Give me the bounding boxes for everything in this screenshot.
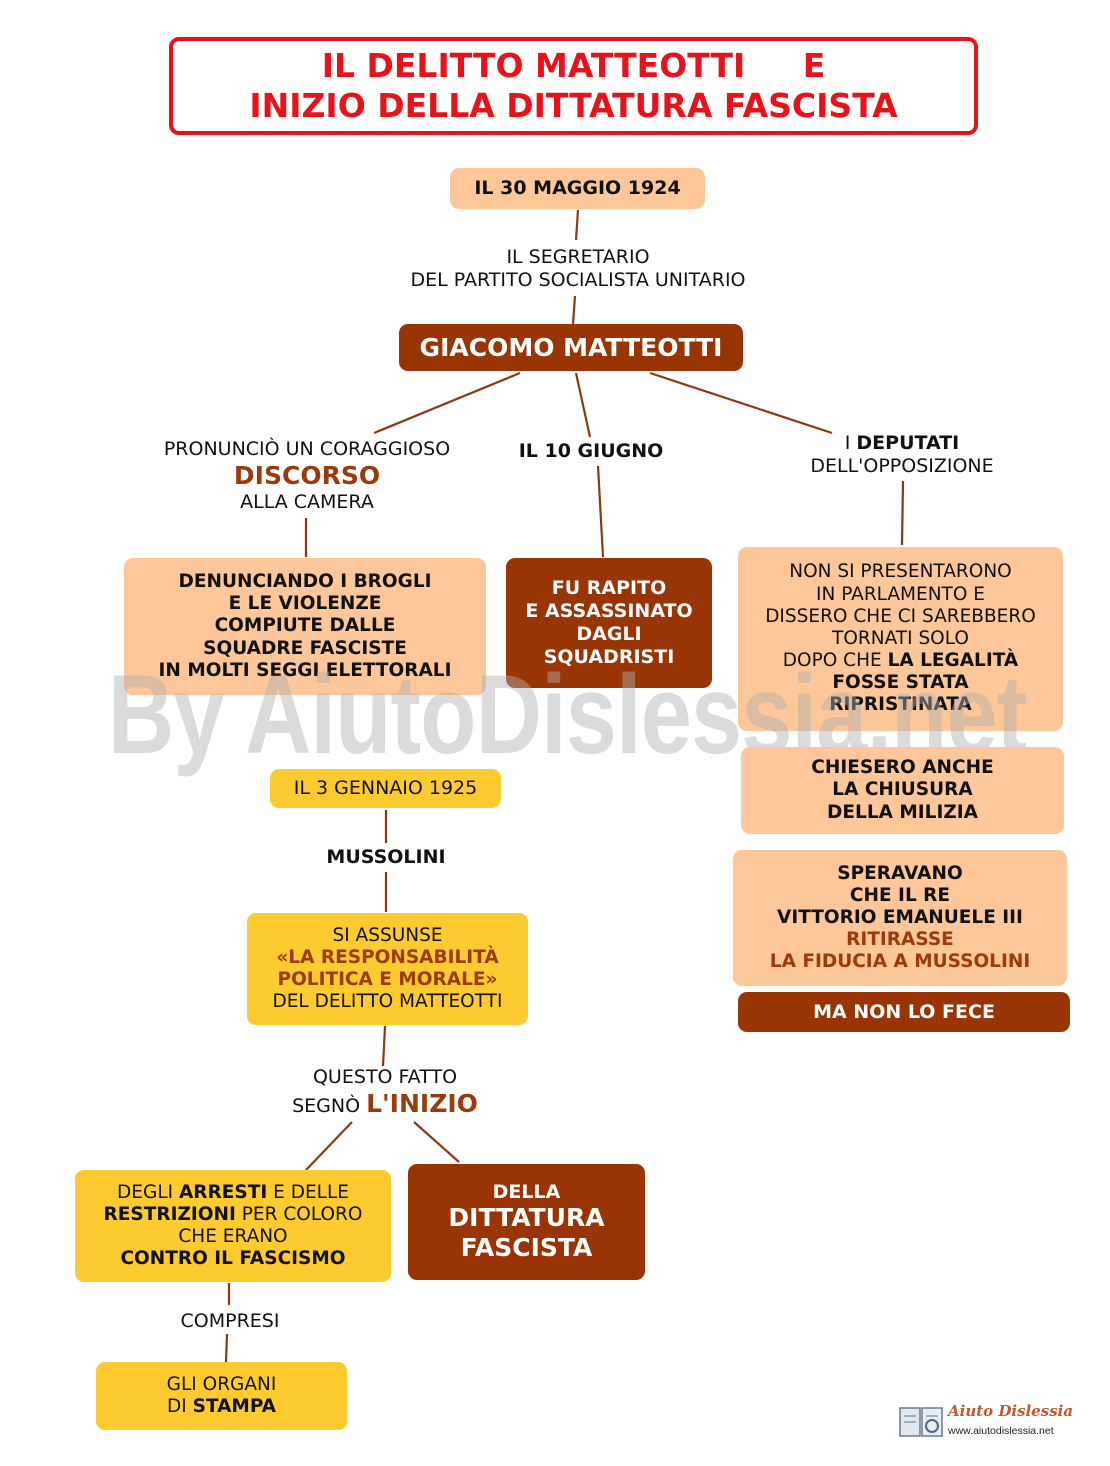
assunse-box: SI ASSUNSE «LA RESPONSABILITÀ POLITICA E…	[247, 913, 528, 1025]
connector-line	[224, 1333, 229, 1363]
connector-line	[596, 465, 605, 558]
presentarono-box: NON SI PRESENTARONO IN PARLAMENTO E DISS…	[738, 547, 1063, 731]
title-box: IL DELITTO MATTEOTTI E INIZIO DELLA DITT…	[169, 37, 978, 135]
speravano-box: SPERAVANO CHE IL RE VITTORIO EMANUELE II…	[733, 850, 1067, 986]
logo: Aiuto Dislessia www.aiutodislessia.net	[898, 1402, 1084, 1444]
connector-line	[381, 1025, 387, 1067]
milizia-box: CHIESERO ANCHE LA CHIUSURA DELLA MILIZIA	[741, 747, 1064, 834]
connector-line	[900, 480, 905, 546]
title-line-1: IL DELITTO MATTEOTTI E	[321, 45, 826, 85]
connector-line	[649, 371, 833, 435]
logo-name: Aiuto Dislessia	[948, 1402, 1074, 1420]
matteotti-name: GIACOMO MATTEOTTI	[419, 332, 723, 362]
connector-line	[413, 1121, 460, 1163]
date-1924: IL 30 MAGGIO 1924	[474, 177, 681, 200]
connector-line	[373, 371, 521, 435]
rapito-box: FU RAPITO E ASSASSINATO DAGLI SQUADRISTI	[506, 558, 712, 688]
book-icon	[899, 1407, 943, 1437]
connector-line	[574, 209, 580, 241]
connector-line	[305, 1121, 353, 1171]
non-lo-fece-box: MA NON LO FECE	[738, 992, 1070, 1032]
date-1925-box: IL 3 GENNAIO 1925	[270, 769, 501, 808]
connector-line	[574, 372, 592, 438]
discorso-keyword: DISCORSO	[233, 460, 381, 490]
segretario-label: IL SEGRETARIO DEL PARTITO SOCIALISTA UNI…	[410, 246, 746, 291]
date-1925: IL 3 GENNAIO 1925	[293, 777, 478, 800]
questo-fatto-label: QUESTO FATTO SEGNÒ L'INIZIO	[292, 1066, 478, 1118]
dittatura-box: DELLA DITTATURA FASCISTA	[408, 1164, 645, 1280]
brogli-box: DENUNCIANDO I BROGLI E LE VIOLENZE COMPI…	[124, 558, 486, 695]
arresti-box: DEGLI ARRESTI E DELLE RESTRIZIONI PER CO…	[75, 1170, 391, 1282]
matteotti-box: GIACOMO MATTEOTTI	[399, 324, 743, 371]
title-line-2: INIZIO DELLA DITTATURA FASCISTA	[249, 86, 898, 125]
logo-url: www.aiutodislessia.net	[948, 1425, 1054, 1437]
discorso-label: PRONUNCIÒ UN CORAGGIOSO DISCORSO ALLA CA…	[140, 438, 474, 514]
compresi-label: COMPRESI	[180, 1310, 280, 1332]
deputati-label: I DEPUTATI DELL'OPPOSIZIONE	[810, 432, 994, 477]
giugno-label: IL 10 GIUGNO	[518, 440, 664, 462]
connector-line	[571, 295, 577, 325]
mussolini-label: MUSSOLINI	[326, 846, 446, 868]
date-1924-box: IL 30 MAGGIO 1924	[450, 168, 705, 209]
stampa-box: GLI ORGANI DI STAMPA	[96, 1362, 347, 1430]
